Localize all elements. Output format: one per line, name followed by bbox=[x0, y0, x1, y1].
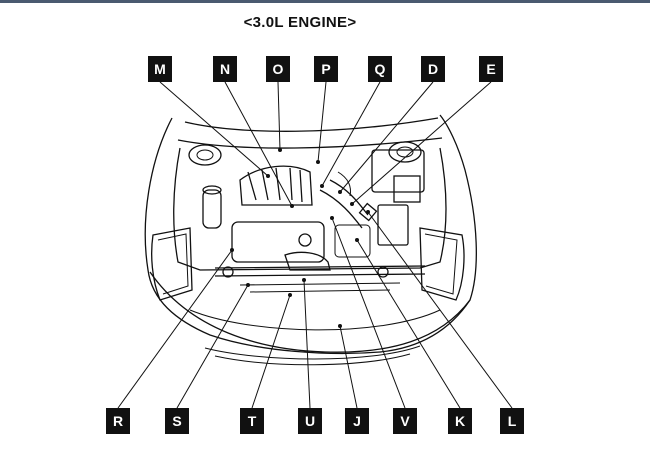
callout-label: D bbox=[421, 56, 445, 82]
callout-label: L bbox=[500, 408, 524, 434]
callout-label-text: D bbox=[428, 61, 438, 77]
callout-label-text: P bbox=[321, 61, 330, 77]
callout-label: V bbox=[393, 408, 417, 434]
callout-label: N bbox=[213, 56, 237, 82]
callout-label-text: L bbox=[508, 413, 517, 429]
callout-label-text: V bbox=[400, 413, 410, 429]
callout-label-text: S bbox=[172, 413, 181, 429]
callout-label: S bbox=[165, 408, 189, 434]
callout-label: R bbox=[106, 408, 130, 434]
callout-label: J bbox=[345, 408, 369, 434]
callout-label-text: N bbox=[220, 61, 230, 77]
callout-label: O bbox=[266, 56, 290, 82]
callout-label: P bbox=[314, 56, 338, 82]
callout-label: E bbox=[479, 56, 503, 82]
callout-label-text: M bbox=[154, 61, 166, 77]
bottom-callouts: R S T U J V K L bbox=[106, 408, 524, 434]
window-top-border bbox=[0, 0, 650, 3]
callout-label-text: Q bbox=[375, 61, 386, 77]
top-callouts: M N O P Q D E bbox=[148, 56, 503, 82]
callout-label-text: J bbox=[353, 413, 361, 429]
callout-label-text: K bbox=[455, 413, 465, 429]
callout-label: T bbox=[240, 408, 264, 434]
callout-label: Q bbox=[368, 56, 392, 82]
callout-label-text: U bbox=[305, 413, 315, 429]
callout-label-text: E bbox=[486, 61, 495, 77]
callout-label-text: O bbox=[273, 61, 284, 77]
callout-label: K bbox=[448, 408, 472, 434]
leader-lines bbox=[117, 81, 513, 409]
callout-label: M bbox=[148, 56, 172, 82]
callout-label-text: R bbox=[113, 413, 123, 429]
car-body-drawing bbox=[144, 114, 477, 366]
diagram-title: <3.0L ENGINE> bbox=[243, 14, 357, 31]
callout-label-text: T bbox=[248, 413, 257, 429]
callout-label: U bbox=[298, 408, 322, 434]
